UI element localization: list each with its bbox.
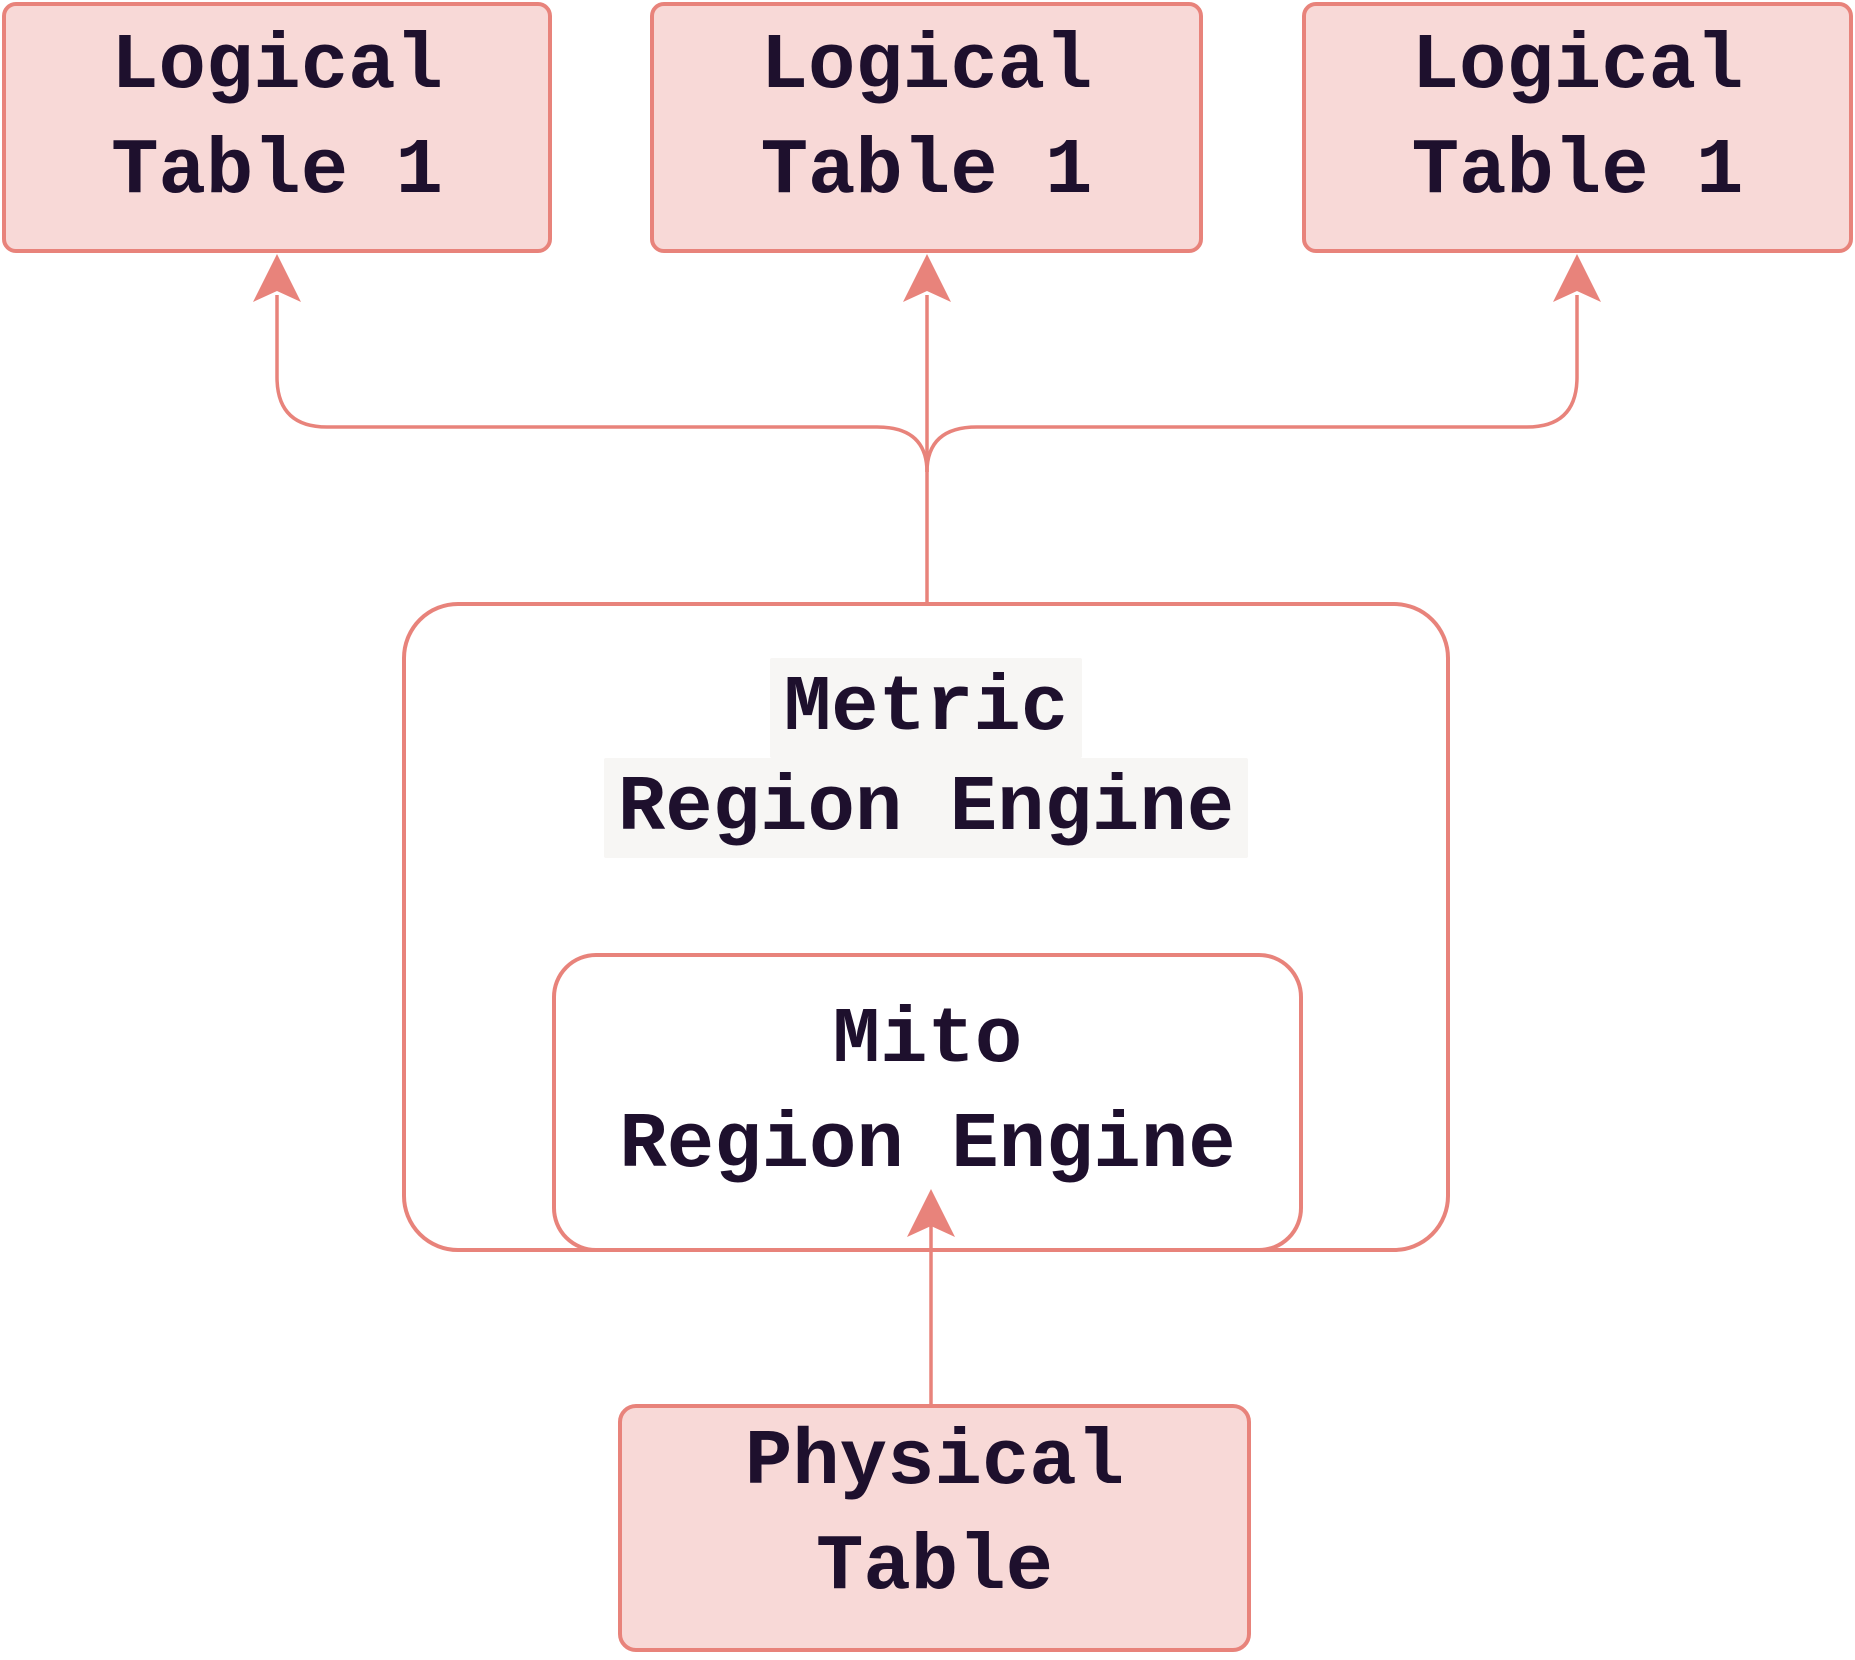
node-label: Metric Region Engine	[603, 606, 1249, 858]
node-label-line: Table 1	[760, 125, 1093, 216]
node-label-line: Region Engine	[603, 758, 1249, 858]
arrowhead-logical2	[903, 254, 951, 302]
node-label: Logical Table 1	[111, 14, 443, 224]
node-label-line: Logical	[111, 20, 443, 111]
node-label-line: Table	[815, 1522, 1054, 1612]
node-label-line: Region Engine	[619, 1099, 1236, 1190]
arrowhead-logical3	[1553, 254, 1601, 302]
arrowhead-logical1	[253, 254, 301, 302]
edge-metric-to-logical1	[275, 295, 929, 473]
edge-metric-to-logical3	[925, 295, 1579, 473]
node-label: Physical Table	[745, 1410, 1124, 1620]
node-label-line: Logical	[760, 20, 1093, 111]
node-physical-table: Physical Table	[618, 1404, 1251, 1652]
node-logical-table-3: Logical Table 1	[1302, 2, 1853, 253]
node-logical-table-1: Logical Table 1	[2, 2, 552, 253]
node-label-line: Physical	[744, 1417, 1125, 1507]
node-logical-table-2: Logical Table 1	[650, 2, 1203, 253]
node-label: Logical Table 1	[1412, 14, 1744, 224]
node-label-line: Mito	[832, 994, 1023, 1085]
node-mito-region-engine: Mito Region Engine	[552, 953, 1303, 1252]
node-label-line: Logical	[1411, 20, 1744, 111]
node-label-line: Table 1	[111, 125, 443, 216]
node-label-line: Metric	[769, 658, 1083, 758]
node-label: Logical Table 1	[761, 14, 1093, 224]
node-label: Mito Region Engine	[619, 988, 1235, 1198]
node-label-line: Table 1	[1411, 125, 1744, 216]
